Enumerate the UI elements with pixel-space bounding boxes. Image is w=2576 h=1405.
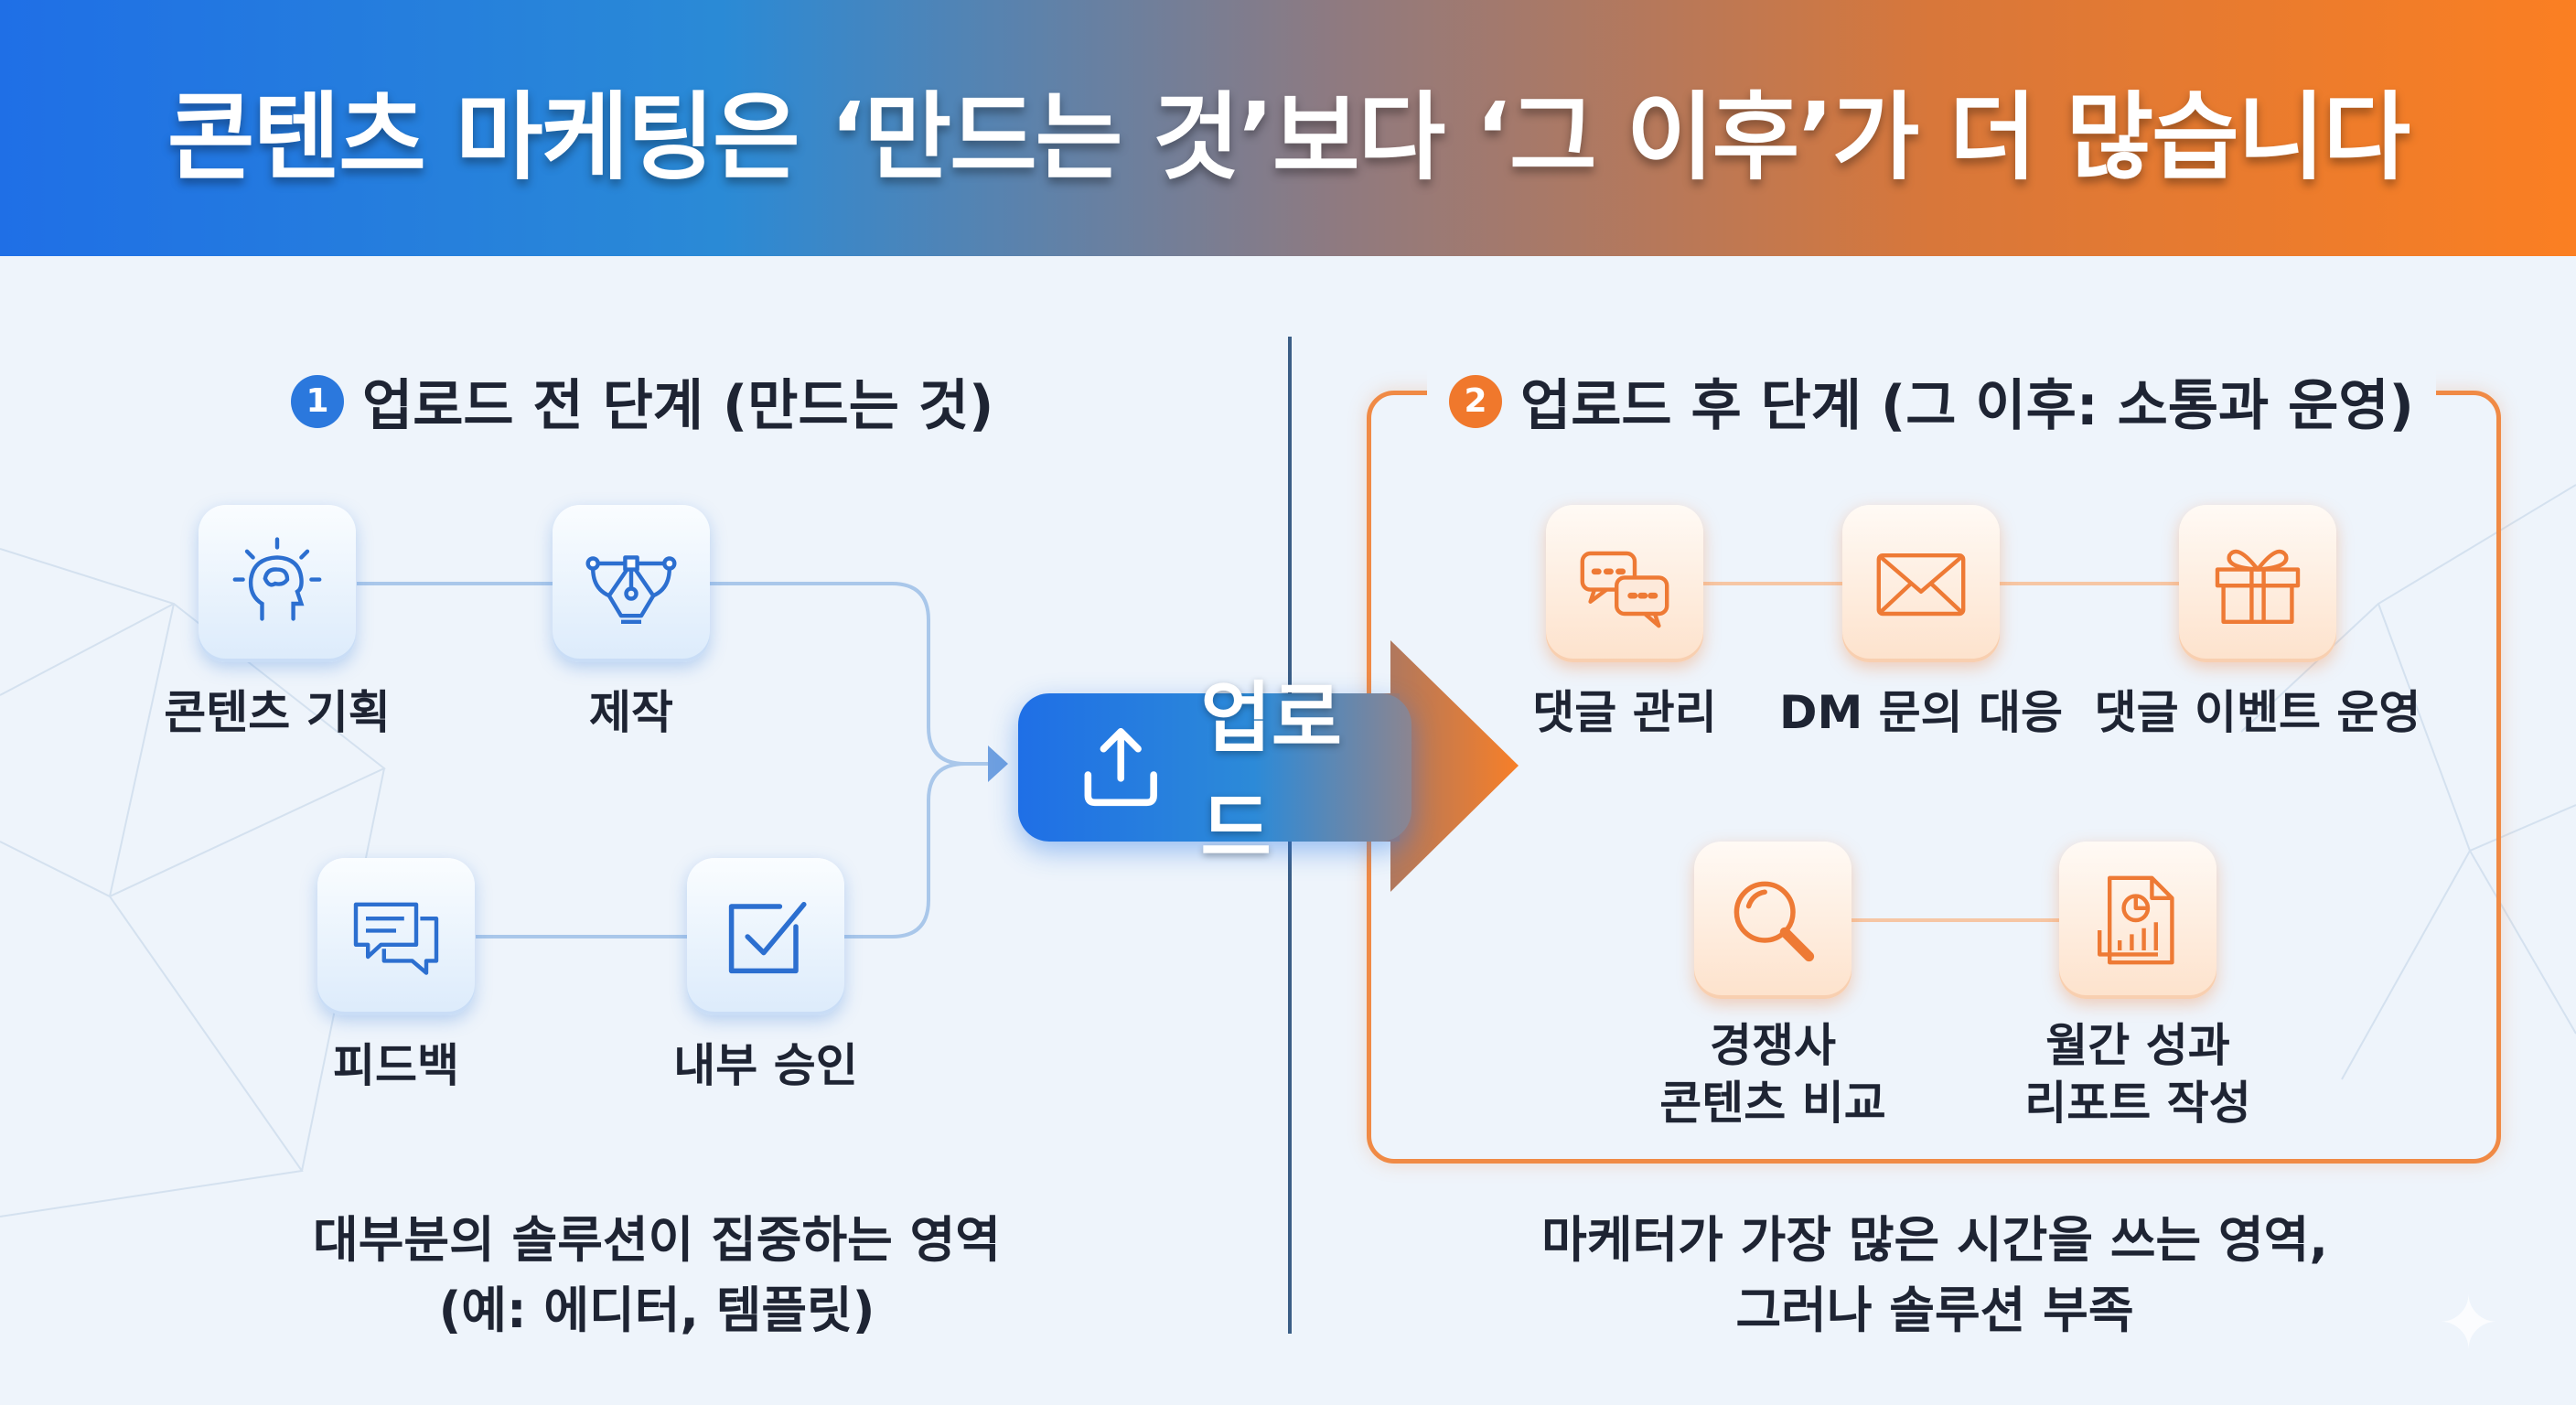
- report-icon: [2098, 875, 2174, 965]
- right-caption: 마케터가 가장 많은 시간을 쓰는 영역, 그러나 솔루션 부족: [1541, 1206, 2328, 1346]
- step-label-line2: 콘텐츠 비교: [1659, 1076, 1886, 1130]
- step-label: 댓글 관리: [1532, 686, 1717, 739]
- left-section-heading: 1 업로드 전 단계 (만드는 것): [291, 361, 993, 441]
- comments-icon: [1580, 551, 1669, 628]
- upload-arrowhead: [1390, 640, 1519, 892]
- step-card-comment-event: [2179, 505, 2336, 662]
- step-label: 콘텐츠 기획: [164, 686, 391, 739]
- left-heading-text: 업로드 전 단계 (만드는 것): [362, 374, 994, 438]
- right-caption-line2: 그러나 솔루션 부족: [1735, 1281, 2134, 1339]
- step-label: 월간 성과 리포트 작성: [2024, 1017, 2250, 1132]
- step-label: 내부 승인: [673, 1039, 858, 1092]
- step-card-dm-response: [1842, 505, 2000, 662]
- step-label: 경쟁사 콘텐츠 비교: [1659, 1017, 1885, 1132]
- right-section-heading: 2 업로드 후 단계 (그 이후: 소통과 운영): [1427, 361, 2436, 441]
- right-heading-text: 업로드 후 단계 (그 이후: 소통과 운영): [1520, 374, 2414, 438]
- left-caption-line1: 대부분의 솔루션이 집중하는 영역: [313, 1211, 1001, 1269]
- pen-tool-icon: [585, 555, 677, 624]
- brain-idea-icon: [232, 537, 322, 621]
- magnifier-icon: [1733, 881, 1815, 962]
- page-title: 콘텐츠 마케팅은 ‘만드는 것’보다 ‘그 이후’가 더 많습니다: [166, 80, 2410, 193]
- step-card-internal-approval: [687, 858, 844, 1015]
- gift-icon: [2215, 549, 2301, 624]
- chat-bubbles-icon: [353, 902, 439, 975]
- upload-step-badge: 업로드: [1018, 673, 1411, 874]
- left-caption-line2: (예: 에디터, 템플릿): [438, 1281, 875, 1339]
- upload-label: 업로드: [1200, 673, 1343, 874]
- header-banner: 콘텐츠 마케팅은 ‘만드는 것’보다 ‘그 이후’가 더 많습니다: [0, 0, 2576, 256]
- step-label-line1: 경쟁사: [1709, 1019, 1836, 1072]
- step-label-line1: 월간 성과: [2045, 1019, 2230, 1072]
- right-caption-line1: 마케터가 가장 많은 시간을 쓰는 영역,: [1541, 1211, 2328, 1269]
- step-card-production: [553, 505, 710, 662]
- sparkle-icon: ✦: [2438, 1281, 2500, 1366]
- left-caption: 대부분의 솔루션이 집중하는 영역 (예: 에디터, 템플릿): [313, 1206, 1001, 1346]
- step-label: 피드백: [333, 1039, 459, 1092]
- step-label: 제작: [589, 686, 673, 739]
- step-number-badge: 2: [1449, 374, 1502, 428]
- step-card-content-planning: [199, 505, 356, 662]
- step-card-monthly-report: [2059, 842, 2216, 999]
- step-label: DM 문의 대응: [1778, 686, 2064, 739]
- background-network-decoration: [0, 484, 2576, 1217]
- envelope-icon: [1876, 553, 1966, 617]
- step-card-feedback: [317, 858, 475, 1015]
- step-card-comment-management: [1546, 505, 1703, 662]
- step-number-badge: 1: [291, 374, 344, 428]
- checkbox-icon: [728, 902, 807, 974]
- step-card-competitor-comparison: [1694, 842, 1852, 999]
- upload-icon: [1084, 727, 1157, 806]
- step-label: 댓글 이벤트 운영: [2094, 686, 2421, 739]
- step-label-line2: 리포트 작성: [2024, 1076, 2251, 1130]
